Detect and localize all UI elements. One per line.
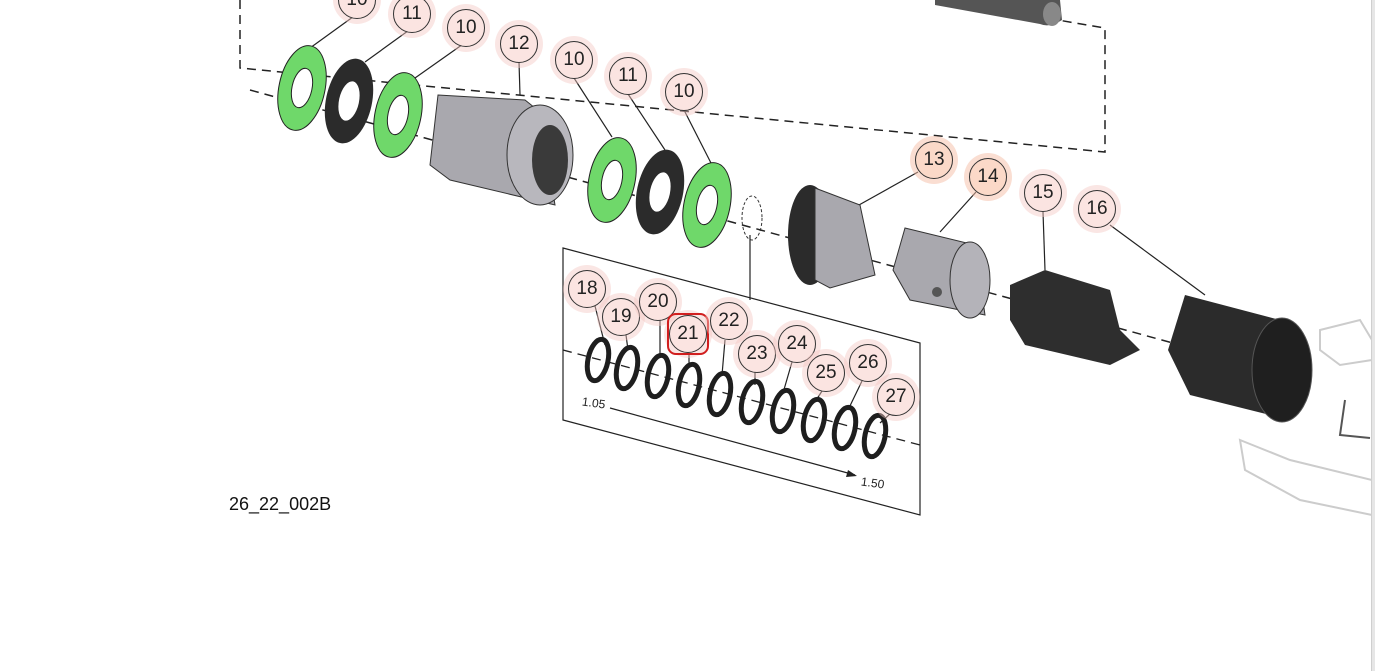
callout-21-selected[interactable]: 21 — [669, 315, 707, 353]
callout-11[interactable]: 11 — [609, 57, 647, 95]
callout-24[interactable]: 24 — [778, 325, 816, 363]
callout-10[interactable]: 10 — [447, 9, 485, 47]
callout-23[interactable]: 23 — [738, 335, 776, 373]
spring-part — [935, 0, 1062, 26]
callout-16[interactable]: 16 — [1078, 190, 1116, 228]
washer-10-b — [373, 72, 423, 158]
callout-22[interactable]: 22 — [710, 302, 748, 340]
callout-10[interactable]: 10 — [665, 73, 703, 111]
callout-14[interactable]: 14 — [969, 158, 1007, 196]
retaining-clip — [741, 195, 763, 241]
callout-27[interactable]: 27 — [877, 378, 915, 416]
callout-11[interactable]: 11 — [393, 0, 431, 33]
cylinder-14 — [892, 227, 991, 319]
washer-10-a — [277, 45, 327, 131]
callout-26[interactable]: 26 — [849, 344, 887, 382]
o-rings — [584, 336, 889, 460]
washer-10-d — [682, 162, 732, 248]
o-ring-set-frame — [562, 247, 921, 516]
washer-10-c — [587, 137, 637, 223]
washer-11-b — [635, 149, 685, 235]
cap-16 — [1168, 295, 1313, 423]
washer-11-a — [324, 58, 374, 144]
callout-12[interactable]: 12 — [500, 25, 538, 63]
callout-15[interactable]: 15 — [1024, 174, 1062, 212]
callout-10[interactable]: 10 — [555, 41, 593, 79]
sleeve-12 — [429, 94, 574, 206]
scale-arrow — [609, 407, 856, 476]
vertical-scrollbar[interactable] — [1371, 0, 1375, 671]
callout-25[interactable]: 25 — [807, 354, 845, 392]
callout-19[interactable]: 19 — [602, 298, 640, 336]
housing-13 — [788, 185, 876, 289]
callout-13[interactable]: 13 — [915, 141, 953, 179]
callout-18[interactable]: 18 — [568, 270, 606, 308]
callout-20[interactable]: 20 — [639, 283, 677, 321]
lock-cylinder-15 — [1010, 270, 1140, 365]
figure-id: 26_22_002B — [229, 494, 332, 514]
